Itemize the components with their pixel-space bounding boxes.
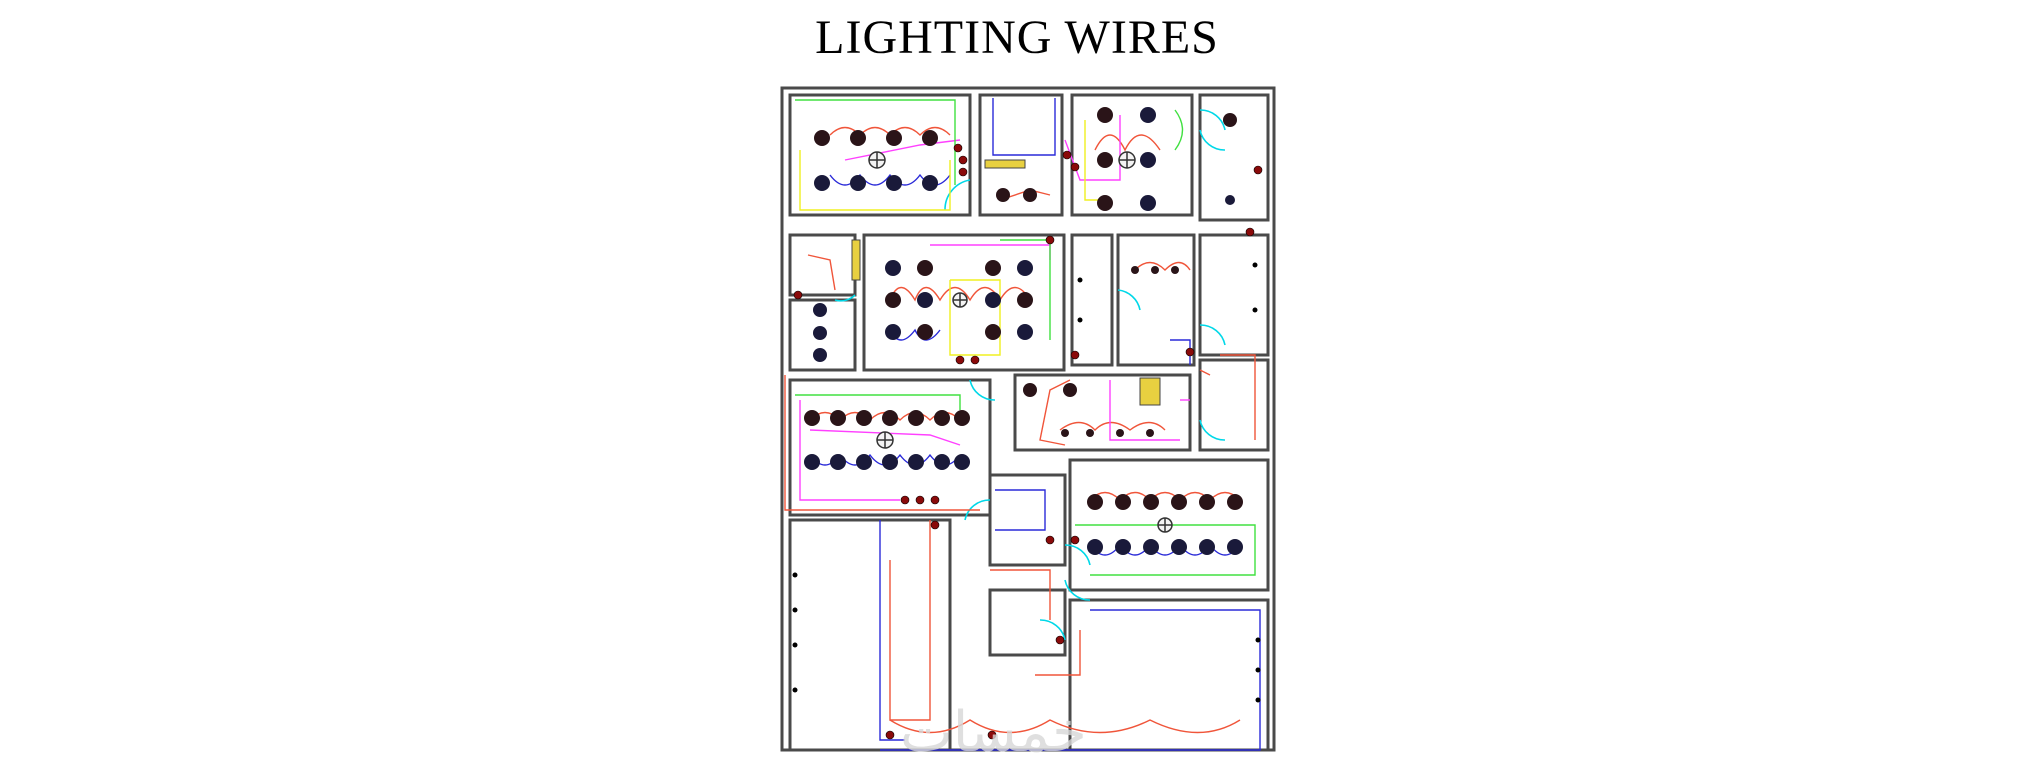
wall-room-left-small [788,233,857,297]
wall-room-right-mid [1198,233,1270,357]
wall-room-bath [1116,233,1196,367]
fixtures-room-top-far-right [1223,113,1237,205]
wall-room-top-left [788,93,972,217]
diagram-title: LIGHTING WIRES [815,11,1219,64]
wires-red [784,126,1256,734]
fixtures-room-top-right [1097,107,1156,211]
wall-room-stair [1013,373,1192,452]
door-swings [834,109,1226,641]
watermark: خمسات [900,700,1087,765]
fan-icon [952,292,968,308]
fixtures-room-bath [1131,266,1179,274]
wires-yellow [799,120,1100,356]
stair-hatch [851,159,1161,406]
fixtures-room-top-left [814,130,938,191]
switches [792,143,1263,740]
ceiling-fans [868,151,1173,533]
wall-room-bottom-closet [988,588,1067,657]
wall-room-bottom-left [788,518,952,752]
fixtures-room-top-center [996,188,1037,202]
wall-room-right-lower [1198,358,1270,452]
fixtures-room-left-long [804,410,970,470]
wall-room-center-hall [862,233,1066,372]
fixtures-room-lower-right [1087,494,1243,555]
fan-icon [1157,517,1173,533]
fan-icon [876,431,894,449]
fixtures-room-left-closet [813,303,827,362]
light-fixtures [804,107,1243,555]
fan-icon [1118,151,1136,169]
wall-room-top-right [1070,93,1194,217]
fan-icon [868,151,886,169]
fixtures-room-stair [1023,383,1154,437]
wall-room-small-center [988,473,1067,567]
wall-room-lower-right [1068,458,1270,592]
wall-room-left-long [788,378,992,517]
fixtures-room-center-hall [885,260,1033,340]
wall-room-top-center [978,93,1064,217]
wall-room-left-closet [788,298,857,372]
wall-room-top-far-right [1198,93,1270,222]
wall-room-corridor [1070,233,1114,367]
